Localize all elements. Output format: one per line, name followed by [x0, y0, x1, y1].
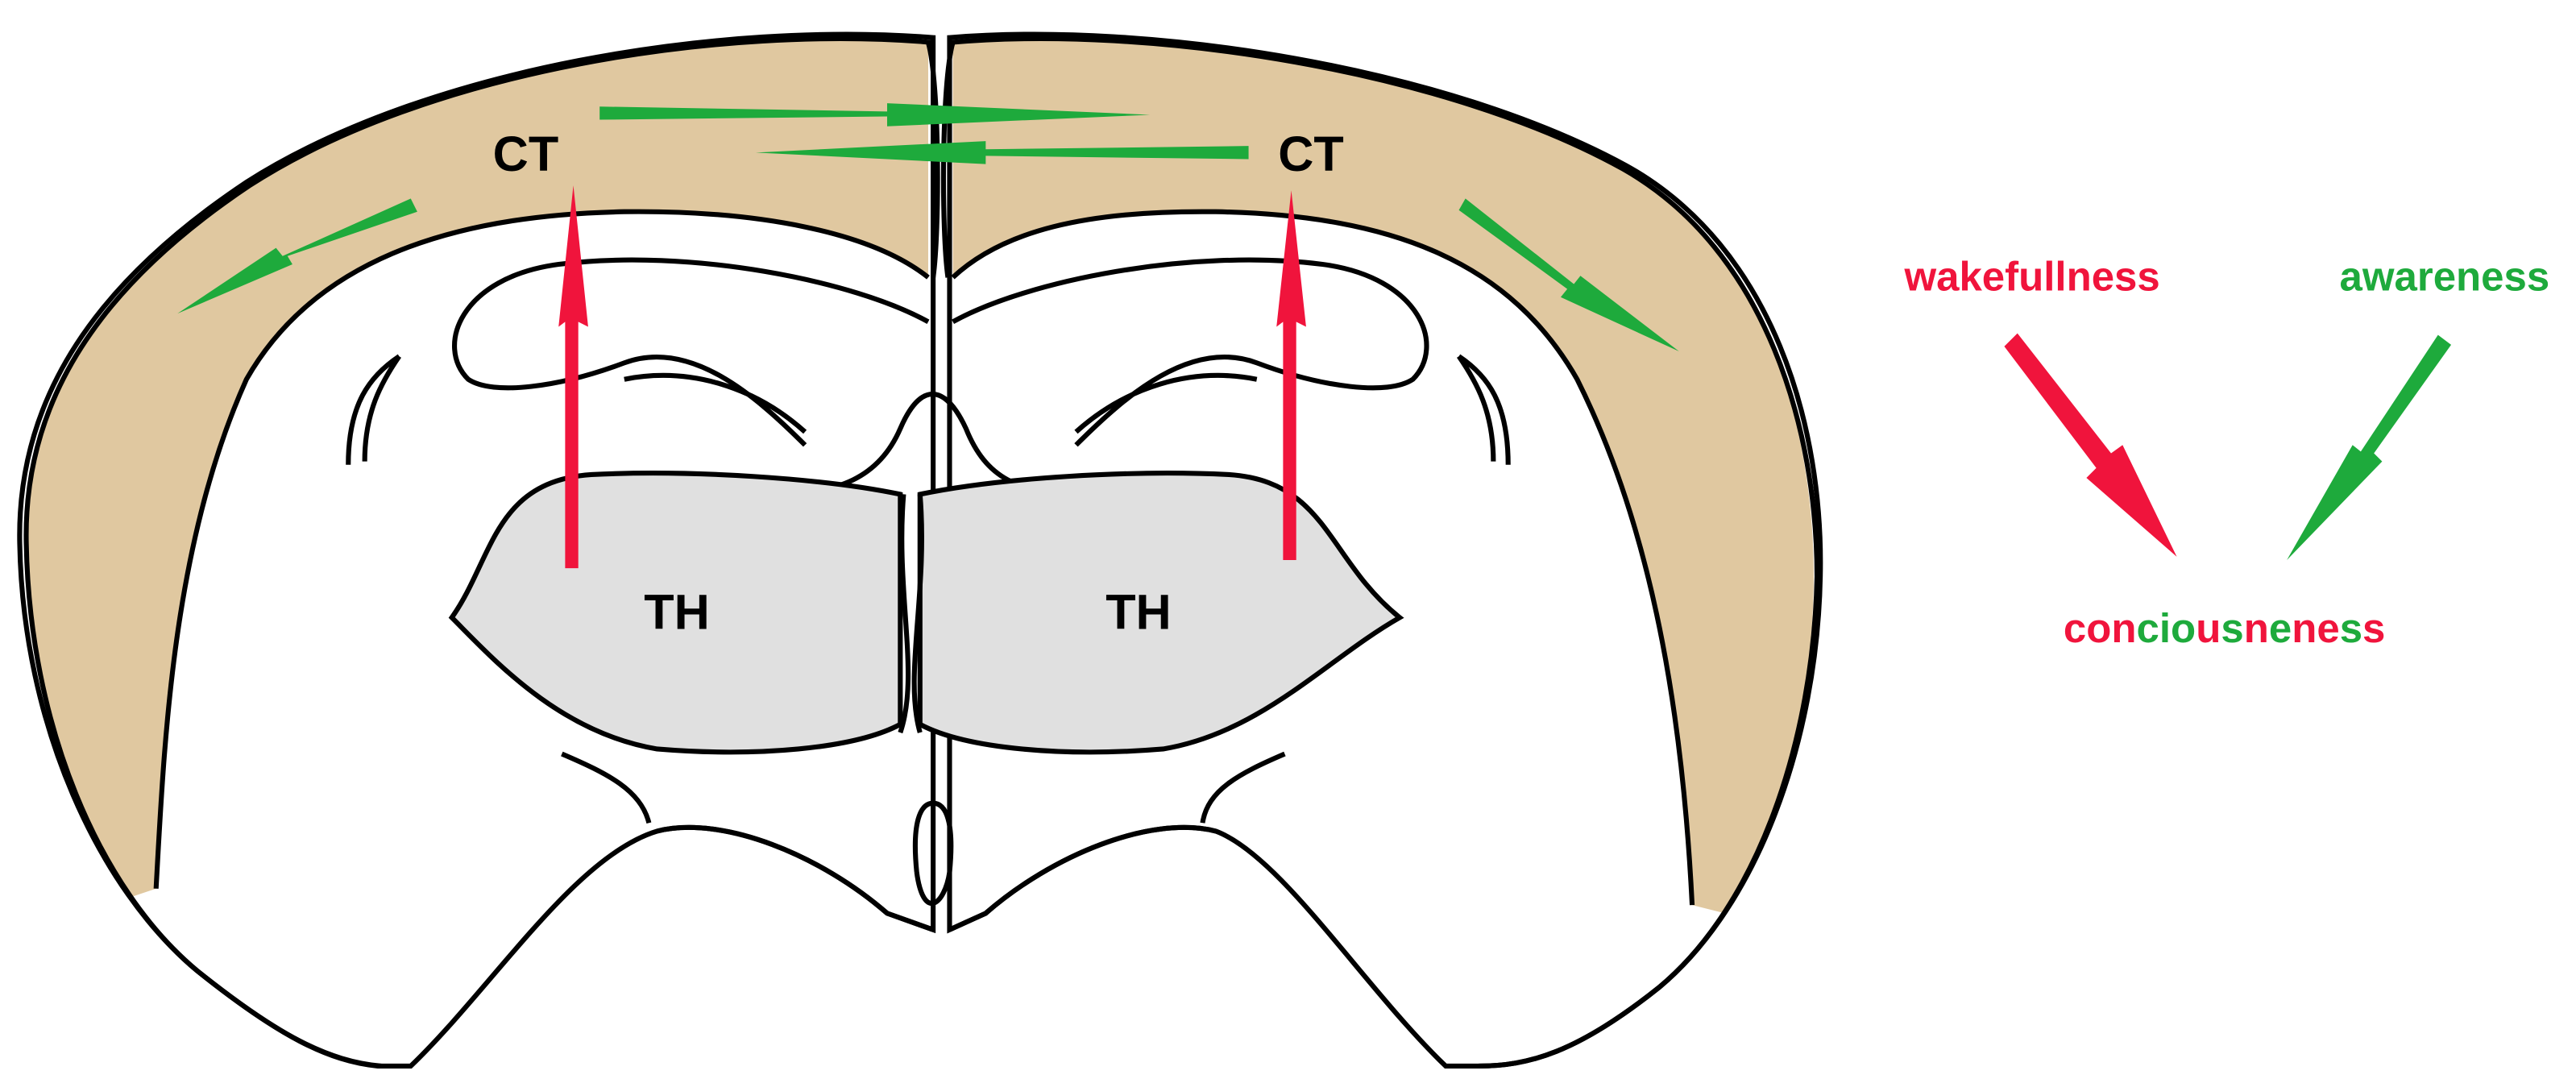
left-cortex-band [26, 39, 928, 897]
left-thalamus [448, 471, 903, 755]
right-hippocampus-inner [1074, 372, 1258, 434]
top-right-arrow [599, 103, 1151, 127]
th-right-label: TH [1105, 585, 1172, 640]
green-arrows [177, 103, 2452, 560]
red-arrows [558, 185, 2177, 569]
awareness-label: awareness [2340, 254, 2550, 300]
legend: wakefullness awareness conciousneness [1903, 254, 2549, 651]
wakefulness-arrow [2004, 333, 2177, 557]
thalamus-midline [898, 494, 924, 734]
consciousness-segment: e [2269, 605, 2292, 651]
left-lateral-ventricle [346, 354, 401, 465]
left-thalamocortical-arrow [558, 185, 588, 569]
bottom-right-line [1200, 751, 1286, 824]
consciousness-label: conciousneness [2064, 605, 2385, 651]
internal-structures [346, 257, 1511, 932]
th-left-label: TH [644, 585, 710, 640]
right-inner-cortex-line [951, 209, 1695, 906]
right-cortex-band [952, 38, 1814, 914]
bottom-curve-left [656, 824, 935, 932]
right-hippocampus [952, 257, 1429, 447]
thalamus-region [448, 471, 1404, 755]
ct-left-label: CT [493, 127, 559, 181]
bottom-midline [912, 800, 954, 906]
outer-outline [23, 35, 1820, 1069]
right-cortex-arrow [1458, 198, 1679, 352]
consciousness-segment: cio [2137, 605, 2196, 651]
consciousness-segment: s [2340, 605, 2362, 651]
right-thalamus [917, 471, 1404, 755]
awareness-arrow [2287, 334, 2452, 560]
left-inner-cortex-line [153, 209, 930, 889]
consciousness-segment: con [2064, 605, 2137, 651]
consciousness-segment: s [2221, 605, 2243, 651]
ct-right-label: CT [1278, 127, 1344, 181]
consciousness-segment: u [2196, 605, 2221, 651]
top-left-arrow [755, 141, 1249, 164]
consciousness-segment: n [2244, 605, 2269, 651]
left-cortex-arrow [177, 198, 417, 314]
right-lateral-ventricle [1457, 354, 1511, 465]
left-hippocampus [452, 257, 930, 447]
consciousness-segment: s [2362, 605, 2385, 651]
right-thalamocortical-arrow [1276, 190, 1306, 560]
consciousness-segment: ne [2292, 605, 2339, 651]
wakefulness-label: wakefullness [1903, 254, 2159, 300]
bottom-left-line [561, 751, 652, 824]
region-labels: CT CT TH TH [493, 127, 1344, 640]
bottom-curve-right [948, 824, 1217, 932]
left-hippocampus-inner [624, 372, 807, 434]
cortex-region [17, 31, 1823, 1069]
